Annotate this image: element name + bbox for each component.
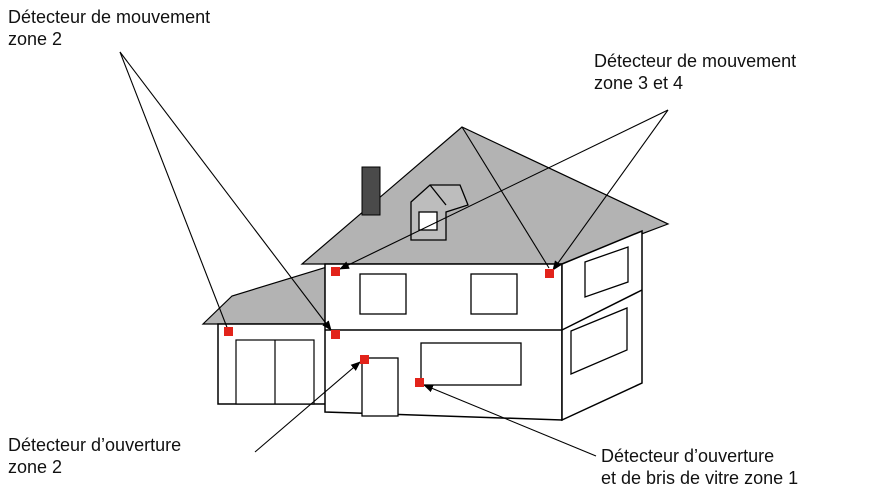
sensor-motion-zone-3	[331, 267, 340, 276]
upper-window-right	[470, 273, 518, 315]
label-opening-detector-zone-2: Détecteur d’ouverture zone 2	[8, 434, 181, 478]
front-window-large	[420, 342, 522, 386]
chimney	[361, 166, 381, 216]
label-line: zone 3 et 4	[594, 73, 684, 93]
label-motion-detector-zone-3-4: Détecteur de mouvement zone 3 et 4	[594, 50, 796, 94]
label-line: Détecteur d’ouverture	[8, 435, 182, 455]
side-window-lower	[570, 307, 628, 375]
dormer-ridge	[429, 184, 447, 206]
label-line: et de bris de vitre zone 1	[601, 468, 799, 488]
sensor-motion-zone-2-main	[331, 330, 340, 339]
label-line: Détecteur de mouvement	[8, 7, 211, 27]
label-line: zone 2	[8, 457, 63, 477]
label-line: zone 2	[8, 29, 63, 49]
floor-divider-side	[561, 289, 643, 331]
pointer-roof-ridge-to-sensor	[461, 126, 550, 269]
side-window-upper	[584, 246, 629, 298]
pointer-opening-zone-2	[254, 361, 361, 453]
sensor-opening-glass-zone-1	[415, 378, 424, 387]
pointer-motion-zone-2-a	[119, 51, 229, 331]
pointer-opening-glass-zone-1	[423, 384, 597, 457]
pointer-motion-zone-3-4-a	[339, 109, 669, 270]
upper-window-left	[359, 273, 407, 315]
sensor-motion-zone-4	[545, 269, 554, 278]
dormer-window	[418, 211, 438, 231]
front-door	[361, 357, 399, 417]
pointer-motion-zone-3-4-b	[552, 109, 669, 271]
label-line: Détecteur de mouvement	[594, 51, 797, 71]
label-line: Détecteur d’ouverture	[601, 446, 775, 466]
label-motion-detector-zone-2: Détecteur de mouvement zone 2	[8, 6, 210, 50]
label-opening-glassbreak-detector-zone-1: Détecteur d’ouverture et de bris de vitr…	[601, 445, 798, 489]
sensor-motion-zone-2-garage	[224, 327, 233, 336]
pointer-motion-zone-2-b	[119, 51, 332, 331]
sensor-opening-zone-2	[360, 355, 369, 364]
